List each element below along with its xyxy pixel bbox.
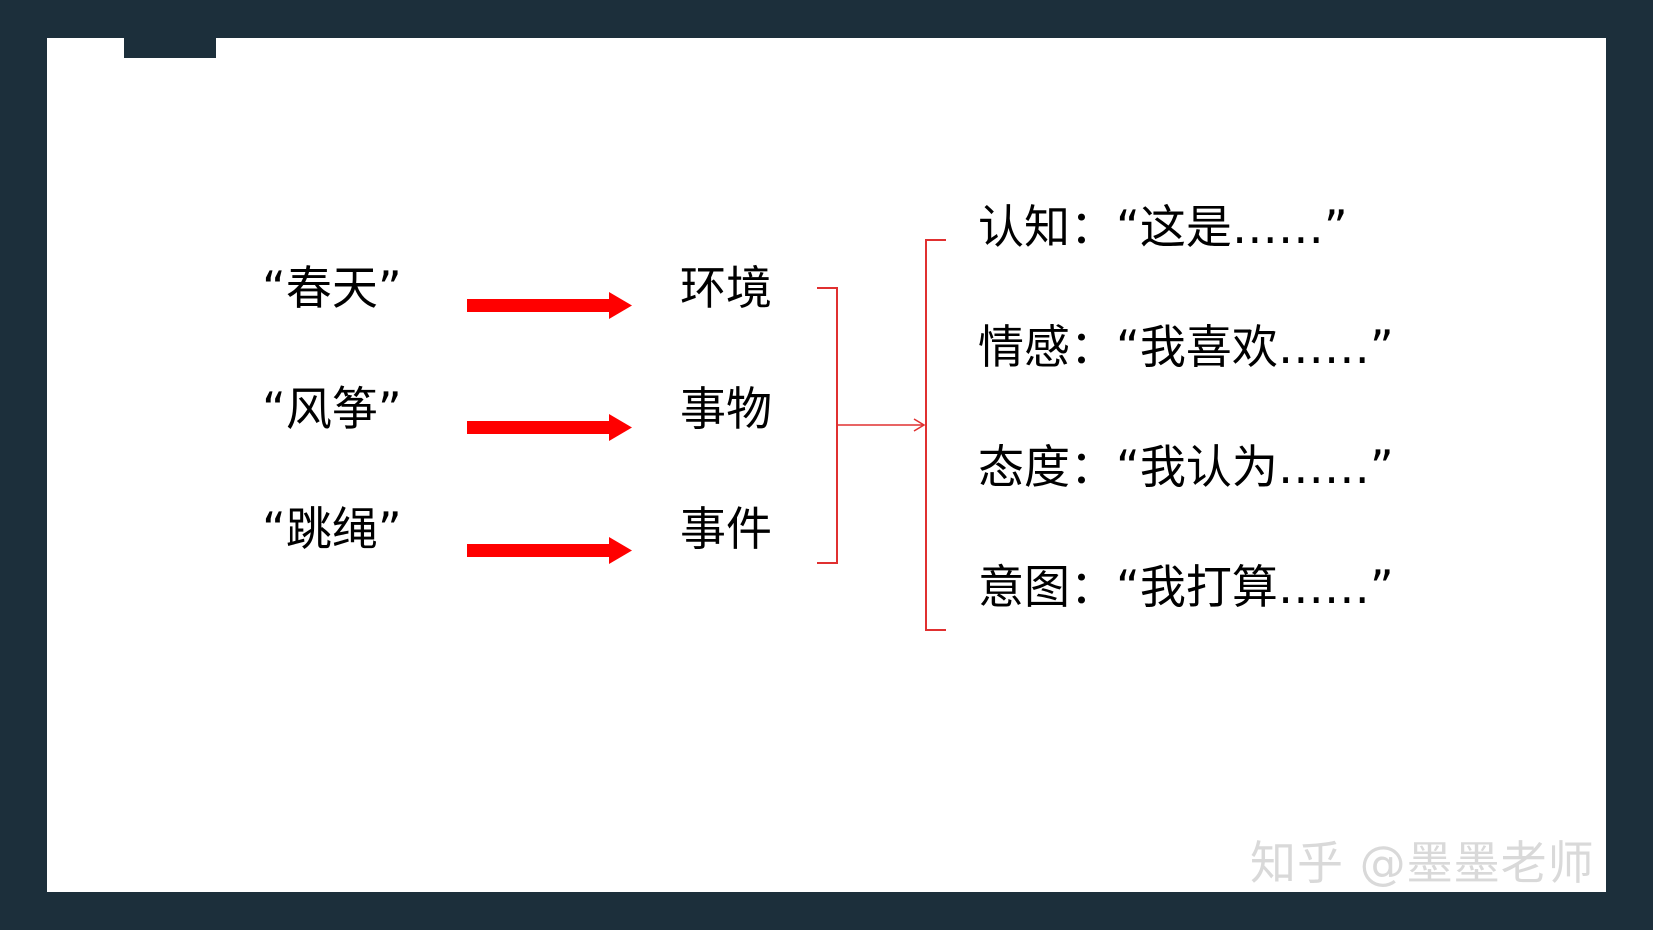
response-intention: 意图：“我打算……” (978, 560, 1394, 614)
slide-canvas (47, 38, 1606, 892)
arrow-kite-to-thing (467, 414, 632, 441)
source-term-kite: “风筝” (262, 382, 402, 436)
arrow-spring-to-environment (467, 292, 632, 319)
response-emotion: 情感：“我喜欢……” (978, 320, 1394, 374)
response-attitude: 态度：“我认为……” (978, 440, 1394, 494)
responses-bracket (925, 239, 946, 631)
object-event: 事件 (680, 502, 772, 556)
objects-bracket (817, 287, 838, 564)
response-cognition: 认知：“这是……” (978, 200, 1348, 254)
source-term-jump-rope: “跳绳” (262, 502, 402, 556)
source-term-spring: “春天” (262, 261, 402, 315)
zhihu-watermark: 知乎 @墨墨老师 (1250, 836, 1595, 890)
object-thing: 事物 (680, 382, 772, 436)
objects-to-responses-arrow (837, 418, 926, 432)
slide-tab-marker (124, 38, 216, 58)
object-environment: 环境 (680, 261, 772, 315)
arrow-jump-rope-to-event (467, 537, 632, 564)
